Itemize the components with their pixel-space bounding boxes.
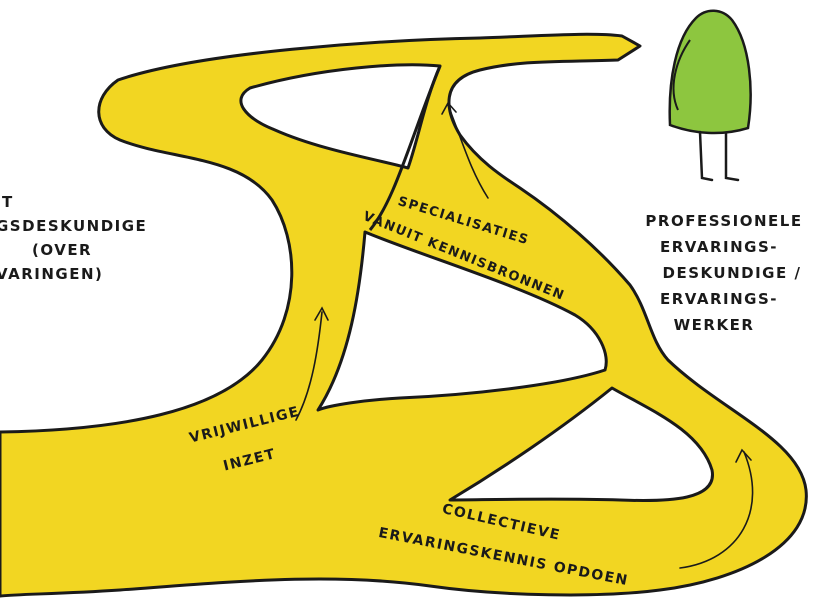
person-figure-icon [670, 11, 751, 180]
left-label-line: VARINGEN) [0, 262, 147, 286]
right-label-line: WERKER [624, 312, 815, 338]
right-label-line: ERVARINGS- [624, 286, 815, 312]
right-label-line: PROFESSIONELE [624, 208, 815, 234]
left-label-line: (OVER [0, 238, 147, 262]
left-label-line: T [0, 190, 147, 214]
left-label-line: GSDESKUNDIGE [0, 214, 147, 238]
right-label-line: ERVARINGS- [624, 234, 815, 260]
right-label: PROFESSIONELE ERVARINGS- DESKUNDIGE / ER… [624, 208, 815, 338]
right-label-line: DESKUNDIGE / [624, 260, 815, 286]
left-label: T GSDESKUNDIGE (OVER VARINGEN) [0, 190, 147, 286]
